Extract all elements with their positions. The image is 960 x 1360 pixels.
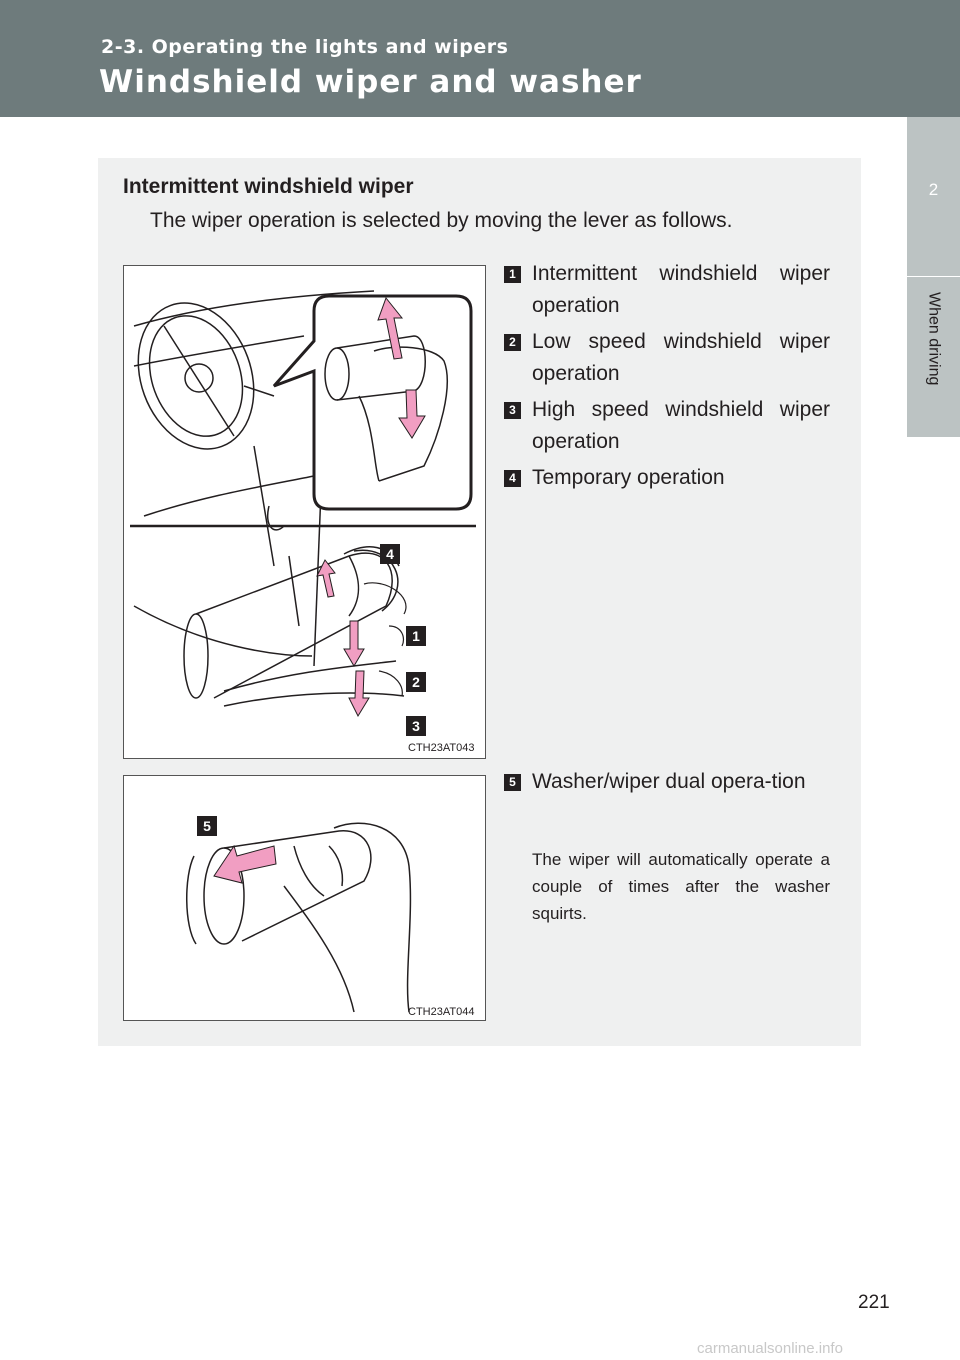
page-title: Windshield wiper and washer — [99, 64, 642, 100]
zoom-callout — [272, 294, 473, 511]
page-header: 2-3. Operating the lights and wipers Win… — [0, 0, 960, 117]
chapter-side-tab[interactable] — [907, 117, 960, 437]
item-marker: 3 — [504, 402, 521, 419]
item-marker: 2 — [504, 334, 521, 351]
list-item: 1 Intermittent windshield wiper operatio… — [504, 258, 830, 322]
list-item: 4 Temporary operation — [504, 462, 830, 494]
section-label: 2-3. Operating the lights and wipers — [101, 36, 509, 58]
item-text: Intermittent windshield wiper operation — [532, 262, 830, 317]
item-marker: 5 — [504, 774, 521, 791]
item-text: Temporary operation — [532, 466, 725, 489]
item-marker: 1 — [504, 266, 521, 283]
list-item: 2 Low speed windshield wiper operation — [504, 326, 830, 390]
chapter-label: When driving — [925, 292, 943, 386]
footer-watermark: carmanualsonline.info — [697, 1340, 843, 1357]
callout-badge-4: 4 — [380, 544, 400, 564]
wiper-operation-list: 1 Intermittent windshield wiper operatio… — [504, 258, 830, 498]
item-text: Low speed windshield wiper operation — [532, 330, 830, 385]
side-tab-divider — [907, 276, 960, 277]
item-marker: 4 — [504, 470, 521, 487]
figure-washer-operation: 5 CTH23AT044 — [123, 775, 486, 1021]
item-text: High speed windshield wiper operation — [532, 398, 830, 453]
item-text: Washer/wiper dual opera-tion — [532, 770, 806, 793]
list-item: 5 Washer/wiper dual opera-tion — [504, 766, 858, 798]
washer-note: The wiper will automatically operate a c… — [532, 850, 830, 923]
callout-badge-3: 3 — [406, 716, 426, 736]
figure-code: CTH23AT043 — [408, 742, 475, 754]
figure-wiper-lever-positions: 4 1 2 3 CTH23AT043 — [123, 265, 486, 759]
callout-badge-5: 5 — [197, 816, 217, 836]
list-item: 3 High speed windshield wiper operation — [504, 394, 830, 458]
washer-lever-illustration — [186, 822, 412, 1013]
chapter-label-wrap: When driving — [907, 292, 960, 437]
wiper-lever-illustration — [130, 290, 476, 718]
chapter-number: 2 — [928, 180, 939, 199]
panel-heading: Intermittent windshield wiper — [123, 175, 414, 198]
page-number: 221 — [858, 1292, 890, 1313]
figure-code: CTH23AT044 — [408, 1006, 475, 1018]
callout-badge-2: 2 — [406, 672, 426, 692]
callout-badge-1: 1 — [406, 626, 426, 646]
intro-text: The wiper operation is selected by movin… — [150, 209, 733, 232]
